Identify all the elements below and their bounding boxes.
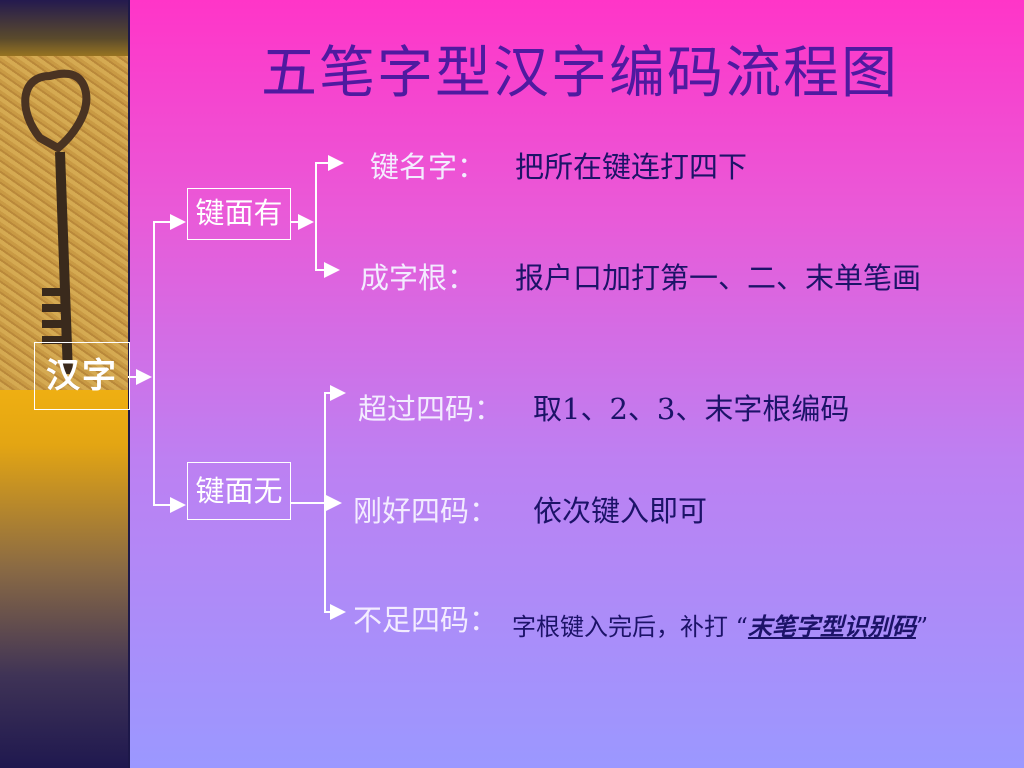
desc-under-four: 字根键入完后，补打 “末笔字型识别码” xyxy=(512,607,928,642)
label-key-name: 键名字： xyxy=(370,150,487,184)
node-has-key: 键面有 xyxy=(187,188,291,240)
root-node: 汉字 xyxy=(34,342,130,410)
old-key-image xyxy=(0,56,128,390)
desc-over-four: 取1、2、3、末字根编码 xyxy=(533,392,850,426)
node-no-key: 键面无 xyxy=(187,462,291,520)
page-title: 五笔字型汉字编码流程图 xyxy=(261,41,899,106)
label-word-root: 成字根： xyxy=(360,261,477,295)
label-over-four: 超过四码： xyxy=(358,392,504,426)
desc-under-four-text: 字根键入完后，补打 xyxy=(512,613,728,641)
label-exact-four: 刚好四码： xyxy=(353,494,499,528)
label-under-four: 不足四码： xyxy=(353,603,499,637)
sidebar xyxy=(0,0,128,768)
desc-exact-four: 依次键入即可 xyxy=(533,494,708,528)
desc-word-root: 报户口加打第一、二、末单笔画 xyxy=(515,261,922,295)
open-quote: “ xyxy=(735,613,748,641)
desc-key-name: 把所在键连打四下 xyxy=(515,150,748,184)
close-quote: ” xyxy=(915,613,929,641)
final-stroke-id-code: 末笔字型识别码 xyxy=(747,612,916,641)
